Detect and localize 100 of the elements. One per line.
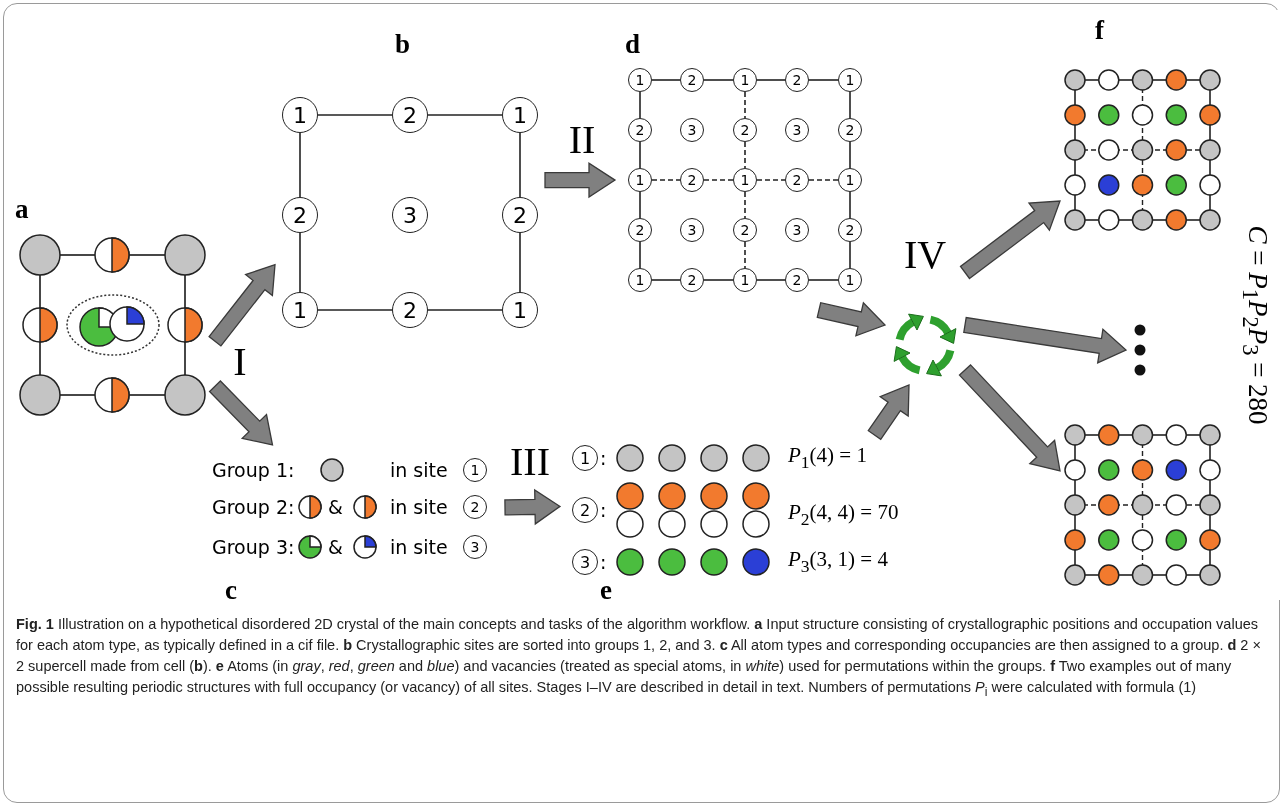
colon-text: : <box>600 446 607 470</box>
site-circle: 3 <box>785 118 809 142</box>
site-circle: 2 <box>838 118 862 142</box>
lattice-line <box>744 241 746 269</box>
site-circle: 1 <box>282 292 318 328</box>
site-circle: 2 <box>463 495 487 519</box>
site-circle: 1 <box>282 97 318 133</box>
permutation-formula: P$_{1}$(4) = 1 <box>788 443 867 473</box>
site-circle: 1 <box>838 68 862 92</box>
site-circle: 3 <box>463 535 487 559</box>
site-circle: 3 <box>680 118 704 142</box>
site-circle: 2 <box>785 168 809 192</box>
ampersand-text: & <box>328 495 343 519</box>
lattice-line <box>849 191 851 219</box>
lattice-line <box>427 114 503 116</box>
site-circle: 1 <box>502 97 538 133</box>
site-circle: 2 <box>392 97 428 133</box>
colon-text: : <box>600 498 607 522</box>
panel-letter: e <box>600 573 612 605</box>
site-circle: 2 <box>785 268 809 292</box>
lattice-line <box>756 279 786 281</box>
panel-letter: b <box>395 30 411 61</box>
site-circle: 1 <box>733 268 757 292</box>
lattice-line <box>317 309 393 311</box>
ampersand-text: & <box>328 535 343 559</box>
site-circle: 3 <box>680 218 704 242</box>
lattice-line <box>744 91 746 119</box>
lattice-line <box>744 191 746 219</box>
lattice-line <box>519 232 521 293</box>
colon-text: : <box>600 550 607 574</box>
lattice-line <box>756 79 786 81</box>
lattice-line <box>519 132 521 198</box>
permutation-formula: P$_{3}$(3, 1) = 4 <box>788 547 888 577</box>
site-circle: 3 <box>392 197 428 233</box>
site-circle: 3 <box>572 549 598 575</box>
site-label: in site <box>390 495 448 519</box>
permutation-formula: P$_{2}$(4, 4) = 70 <box>788 500 899 530</box>
block-arrow <box>959 200 1061 280</box>
group-label: Group 3: <box>212 535 295 559</box>
site-circle: 2 <box>502 197 538 233</box>
lattice-line <box>639 91 641 119</box>
lattice-line <box>639 241 641 269</box>
panel-letter: d <box>625 30 641 61</box>
site-circle: 2 <box>282 197 318 233</box>
lattice-line <box>808 179 839 181</box>
block-arrow <box>208 263 276 347</box>
site-circle: 2 <box>838 218 862 242</box>
lattice-line <box>299 232 301 293</box>
block-arrow <box>816 301 887 337</box>
lattice-line <box>651 179 681 181</box>
lattice-line <box>703 179 734 181</box>
lattice-line <box>703 79 734 81</box>
lattice-line <box>849 91 851 119</box>
site-circle: 2 <box>628 118 652 142</box>
site-circle: 3 <box>785 218 809 242</box>
lattice-line <box>808 279 839 281</box>
site-circle: 1 <box>733 168 757 192</box>
lattice-line <box>639 141 641 169</box>
site-circle: 2 <box>733 218 757 242</box>
block-arrow <box>504 488 562 526</box>
site-circle: 1 <box>628 68 652 92</box>
site-circle: 1 <box>838 168 862 192</box>
lattice-line <box>427 309 503 311</box>
lattice-line <box>651 279 681 281</box>
site-circle: 2 <box>733 118 757 142</box>
stage-numeral: IV <box>902 235 948 275</box>
lattice-line <box>299 132 301 198</box>
site-circle: 1 <box>628 168 652 192</box>
site-circle: 2 <box>785 68 809 92</box>
block-arrow <box>958 364 1061 472</box>
panel-letter: f <box>1095 13 1104 47</box>
site-circle: 1 <box>502 292 538 328</box>
group-label: Group 2: <box>212 495 295 519</box>
block-arrow <box>867 384 910 441</box>
lattice-line <box>317 114 393 116</box>
panel-letter: c <box>225 573 237 605</box>
block-arrow <box>544 161 617 199</box>
site-circle: 1 <box>733 68 757 92</box>
site-circle: 2 <box>628 218 652 242</box>
site-circle: 2 <box>392 292 428 328</box>
site-circle: 2 <box>680 68 704 92</box>
lattice-line <box>744 141 746 169</box>
lattice-line <box>703 279 734 281</box>
block-arrow <box>963 316 1128 364</box>
site-circle: 2 <box>572 497 598 523</box>
block-arrow <box>208 380 274 446</box>
lattice-line <box>639 191 641 219</box>
lattice-line <box>849 141 851 169</box>
site-circle: 1 <box>572 445 598 471</box>
site-circle: 2 <box>680 168 704 192</box>
site-circle: 2 <box>680 268 704 292</box>
lattice-line <box>756 179 786 181</box>
lattice-line <box>808 79 839 81</box>
lattice-line <box>849 241 851 269</box>
site-circle: 1 <box>838 268 862 292</box>
panel-letter: a <box>15 192 29 226</box>
site-label: in site <box>390 535 448 559</box>
figure-caption: Fig. 1 Illustration on a hypothetical disordered 2D crystal of the main concepts and tasks of the algorithm workflow. a Input structure consisting of crystallographic positions and occupation values for each atom type, as typically defined in a cif file. b Crystallographic sites are sorted into groups 1, 2, and 3. c All atom types and corresponding occupancies are then assigned to a group. d 2 × 2 supercell made from cell (b). e Atoms (in gray, red, green and blue) and vacancies (treated as special atoms, in white) used for permutations within the groups. f Two examples out of many possible resulting periodic structures with full occupancy (or vacancy) of all sites. Stages I–IV are described in detail in text. Numbers of permutations P$_{i}$ were calculated with formula (1) <box>16 615 1262 701</box>
site-circle: 1 <box>628 268 652 292</box>
lattice-line <box>651 79 681 81</box>
